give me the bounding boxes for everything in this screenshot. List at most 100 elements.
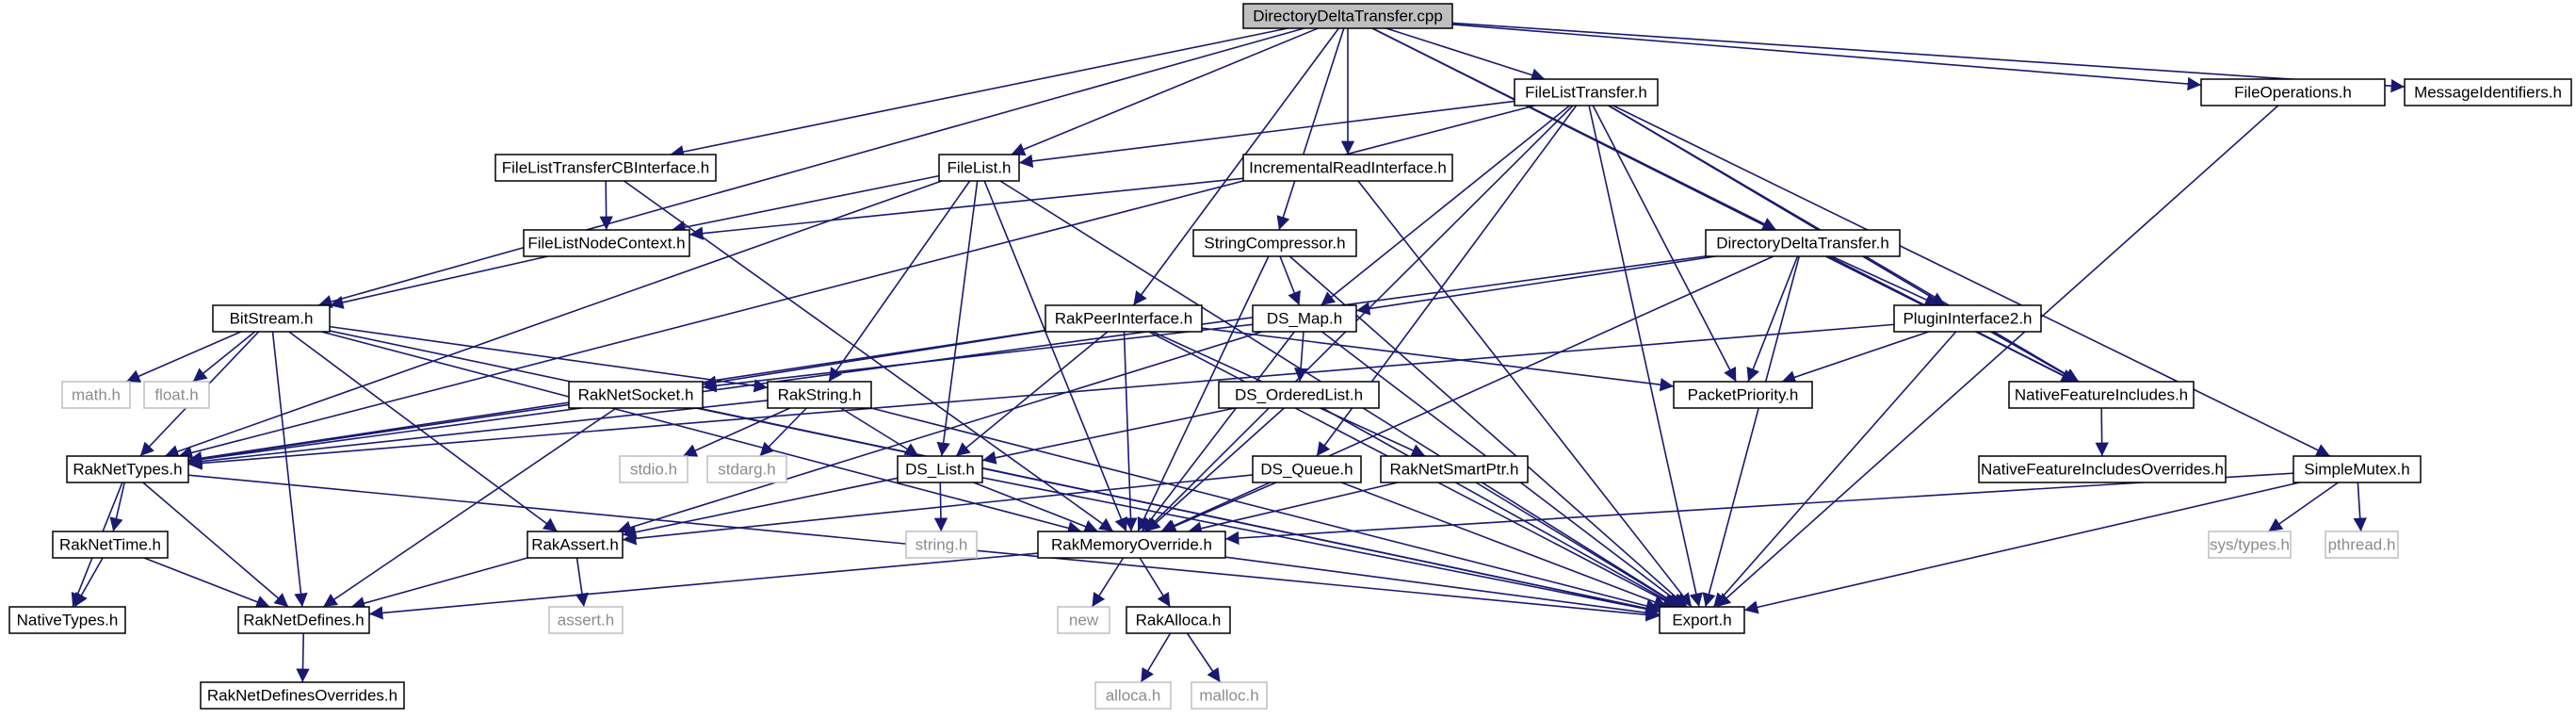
node-box-asserth <box>548 606 624 634</box>
edge-ddt-to-pi2 <box>1831 255 1939 306</box>
node-label-exp: Export.h <box>1672 611 1731 629</box>
node-pp[interactable]: PacketPriority.h <box>1673 381 1813 409</box>
node-label-sc: StringCompressor.h <box>1204 234 1345 252</box>
node-flnc[interactable]: FileListNodeContext.h <box>523 229 690 257</box>
edge-bs-to-floath <box>192 331 256 383</box>
node-box-ra <box>527 531 624 559</box>
edge-pi2-to-nfi <box>1990 331 2079 383</box>
node-box-rnsp <box>1380 455 1529 483</box>
edge-ra-to-rnd <box>350 557 528 611</box>
node-rall[interactable]: RakAlloca.h <box>1126 606 1231 634</box>
node-pi2[interactable]: PluginInterface2.h <box>1893 304 2042 333</box>
node-box-pp <box>1673 381 1813 409</box>
edge-sc-to-dsmap <box>1279 255 1301 306</box>
edge-root-to-fltcb <box>670 27 1288 159</box>
node-box-mathh <box>61 381 131 409</box>
node-bs[interactable]: BitStream.h <box>212 304 331 333</box>
node-rstr[interactable]: RakString.h <box>767 381 872 409</box>
node-asserth: assert.h <box>548 606 624 634</box>
node-label-ra: RakAssert.h <box>531 535 619 553</box>
node-smx[interactable]: SimpleMutex.h <box>2292 455 2422 483</box>
edge-dsq-to-rmo <box>1161 482 1277 532</box>
node-mi[interactable]: MessageIdentifiers.h <box>2404 78 2572 106</box>
node-sc[interactable]: StringCompressor.h <box>1192 229 1357 257</box>
node-iri[interactable]: IncrementalReadInterface.h <box>1242 154 1453 182</box>
edge-rmo-to-exp <box>1224 556 1661 620</box>
node-box-root <box>1242 3 1453 29</box>
node-fltcb[interactable]: FileListTransferCBInterface.h <box>494 154 717 182</box>
edge-pi2-to-pp <box>1781 331 1930 384</box>
node-nfio[interactable]: NativeFeatureIncludesOverrides.h <box>1978 455 2227 483</box>
node-dslist[interactable]: DS_List.h <box>897 455 983 483</box>
node-rns[interactable]: RakNetSocket.h <box>568 381 704 409</box>
node-nt[interactable]: NativeTypes.h <box>8 606 126 634</box>
node-label-iri: IncrementalReadInterface.h <box>1249 158 1447 176</box>
edge-rns-to-rnd <box>322 407 617 608</box>
node-label-dsol: DS_OrderedList.h <box>1235 385 1363 403</box>
node-dsol[interactable]: DS_OrderedList.h <box>1218 381 1380 409</box>
node-box-smx <box>2292 455 2422 483</box>
node-label-floath: float.h <box>154 385 198 403</box>
node-box-flt <box>1514 78 1659 106</box>
node-box-iri <box>1242 154 1453 182</box>
node-ddt[interactable]: DirectoryDeltaTransfer.h <box>1705 229 1901 257</box>
node-rnsp[interactable]: RakNetSmartPtr.h <box>1380 455 1529 483</box>
edge-rnsp-to-exp <box>1475 482 1681 608</box>
edge-rns-to-rnt <box>187 403 570 466</box>
node-label-rpi: RakPeerInterface.h <box>1055 309 1192 327</box>
node-label-stdargh: stdarg.h <box>718 460 775 478</box>
node-rnd[interactable]: RakNetDefines.h <box>237 606 370 634</box>
node-box-fltcb <box>494 154 717 182</box>
edge-dslist-to-exp <box>981 477 1661 616</box>
edge-dslist-to-ra <box>622 477 899 539</box>
node-rntime[interactable]: RakNetTime.h <box>52 531 169 559</box>
node-ra[interactable]: RakAssert.h <box>527 531 624 559</box>
node-nfi[interactable]: NativeFeatureIncludes.h <box>2008 381 2195 409</box>
node-label-rnt: RakNetTypes.h <box>73 460 182 478</box>
node-label-rnd: RakNetDefines.h <box>243 611 365 629</box>
node-box-rntime <box>52 531 169 559</box>
node-box-systypes <box>2208 531 2292 559</box>
edge-bs-to-rnd <box>271 331 308 608</box>
node-label-dslist: DS_List.h <box>905 460 975 478</box>
node-box-rall <box>1126 606 1231 634</box>
node-dsq[interactable]: DS_Queue.h <box>1252 455 1362 483</box>
nodes-layer: DirectoryDeltaTransfer.cppFileListTransf… <box>8 3 2572 710</box>
node-rmo[interactable]: RakMemoryOverride.h <box>1037 531 1226 559</box>
node-rndo[interactable]: RakNetDefinesOverrides.h <box>200 681 405 710</box>
node-label-dsq: DS_Queue.h <box>1260 460 1353 478</box>
edge-rnt-to-rnd <box>142 482 289 608</box>
edge-rmo-to-rnd <box>368 552 1039 620</box>
node-box-flnc <box>523 229 690 257</box>
node-label-pp: PacketPriority.h <box>1688 385 1799 403</box>
edge-root-to-fo <box>1451 24 2202 91</box>
edge-smx-to-pthreadh <box>2353 482 2367 532</box>
node-box-stdargh <box>706 455 787 483</box>
node-fo[interactable]: FileOperations.h <box>2200 78 2386 106</box>
node-rnt[interactable]: RakNetTypes.h <box>66 455 189 483</box>
node-box-dsol <box>1218 381 1380 409</box>
node-label-pi2: PluginInterface2.h <box>1903 309 2032 327</box>
node-dsmap[interactable]: DS_Map.h <box>1252 304 1357 333</box>
edge-rstr-to-rnt <box>187 400 769 468</box>
edge-iri-to-exp <box>1357 180 1693 608</box>
edge-fl-to-rstr <box>828 180 971 383</box>
node-flt[interactable]: FileListTransfer.h <box>1514 78 1659 106</box>
node-box-dsq <box>1252 455 1362 483</box>
node-stdioh: stdio.h <box>619 455 689 483</box>
edge-root-to-mi <box>1451 22 2406 93</box>
edge-dsmap-to-ra <box>617 331 1263 534</box>
node-rpi[interactable]: RakPeerInterface.h <box>1045 304 1203 333</box>
node-label-pthreadh: pthread.h <box>2328 535 2396 553</box>
node-box-exp <box>1659 606 1745 634</box>
node-root[interactable]: DirectoryDeltaTransfer.cpp <box>1242 3 1453 29</box>
node-malloch: malloc.h <box>1191 681 1268 710</box>
node-box-malloch <box>1191 681 1268 710</box>
node-label-malloch: malloc.h <box>1199 686 1258 704</box>
node-fl[interactable]: FileList.h <box>938 154 1020 182</box>
node-label-rns: RakNetSocket.h <box>578 385 694 403</box>
node-exp[interactable]: Export.h <box>1659 606 1745 634</box>
node-label-flt: FileListTransfer.h <box>1525 83 1647 101</box>
edge-dsol-to-rmo <box>1145 407 1285 532</box>
node-box-sc <box>1192 229 1357 257</box>
